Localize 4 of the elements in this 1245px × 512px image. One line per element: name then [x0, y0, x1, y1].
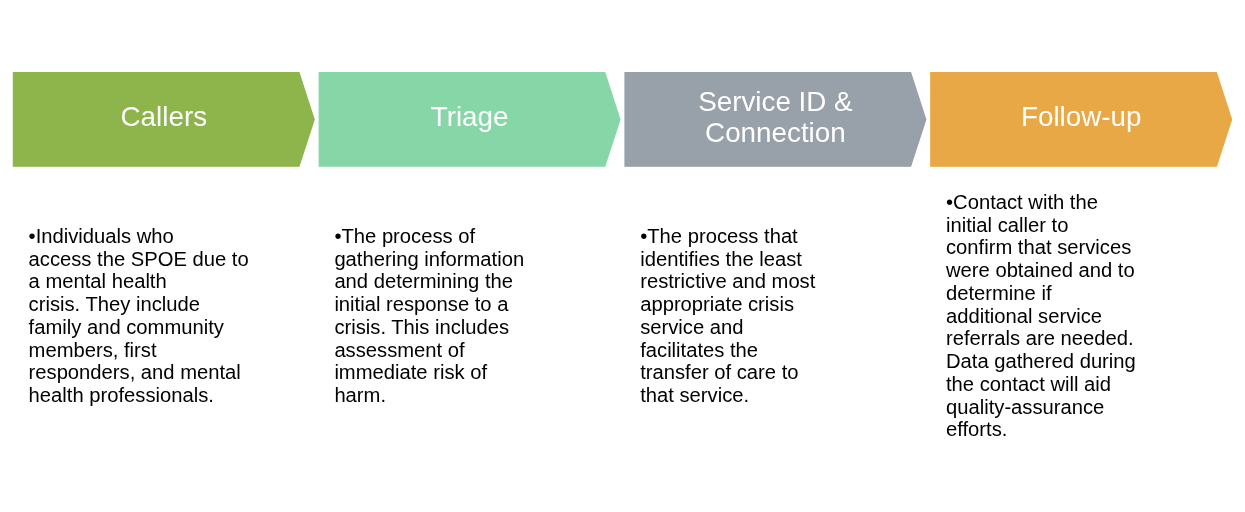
- node-label: •Contact with the initial caller to confirm that services were obtained and to determine if additional service referrals are needed. Data gathered during the contact will aid quality-assurance efforts.: [946, 190, 1136, 440]
- node-label: •Individuals who access the SPOE due to a mental health crisis. They include family and community members, first responders, and mental health professionals.: [28, 224, 249, 406]
- node-label: •The process that identifies the least restrictive and most appropriate crisis service and facilitates the transfer of care to that service.: [640, 224, 816, 406]
- node-label: •The process of gathering information and determining the initial response to a crisis. This includes assessment of immediate risk of harm.: [334, 224, 525, 406]
